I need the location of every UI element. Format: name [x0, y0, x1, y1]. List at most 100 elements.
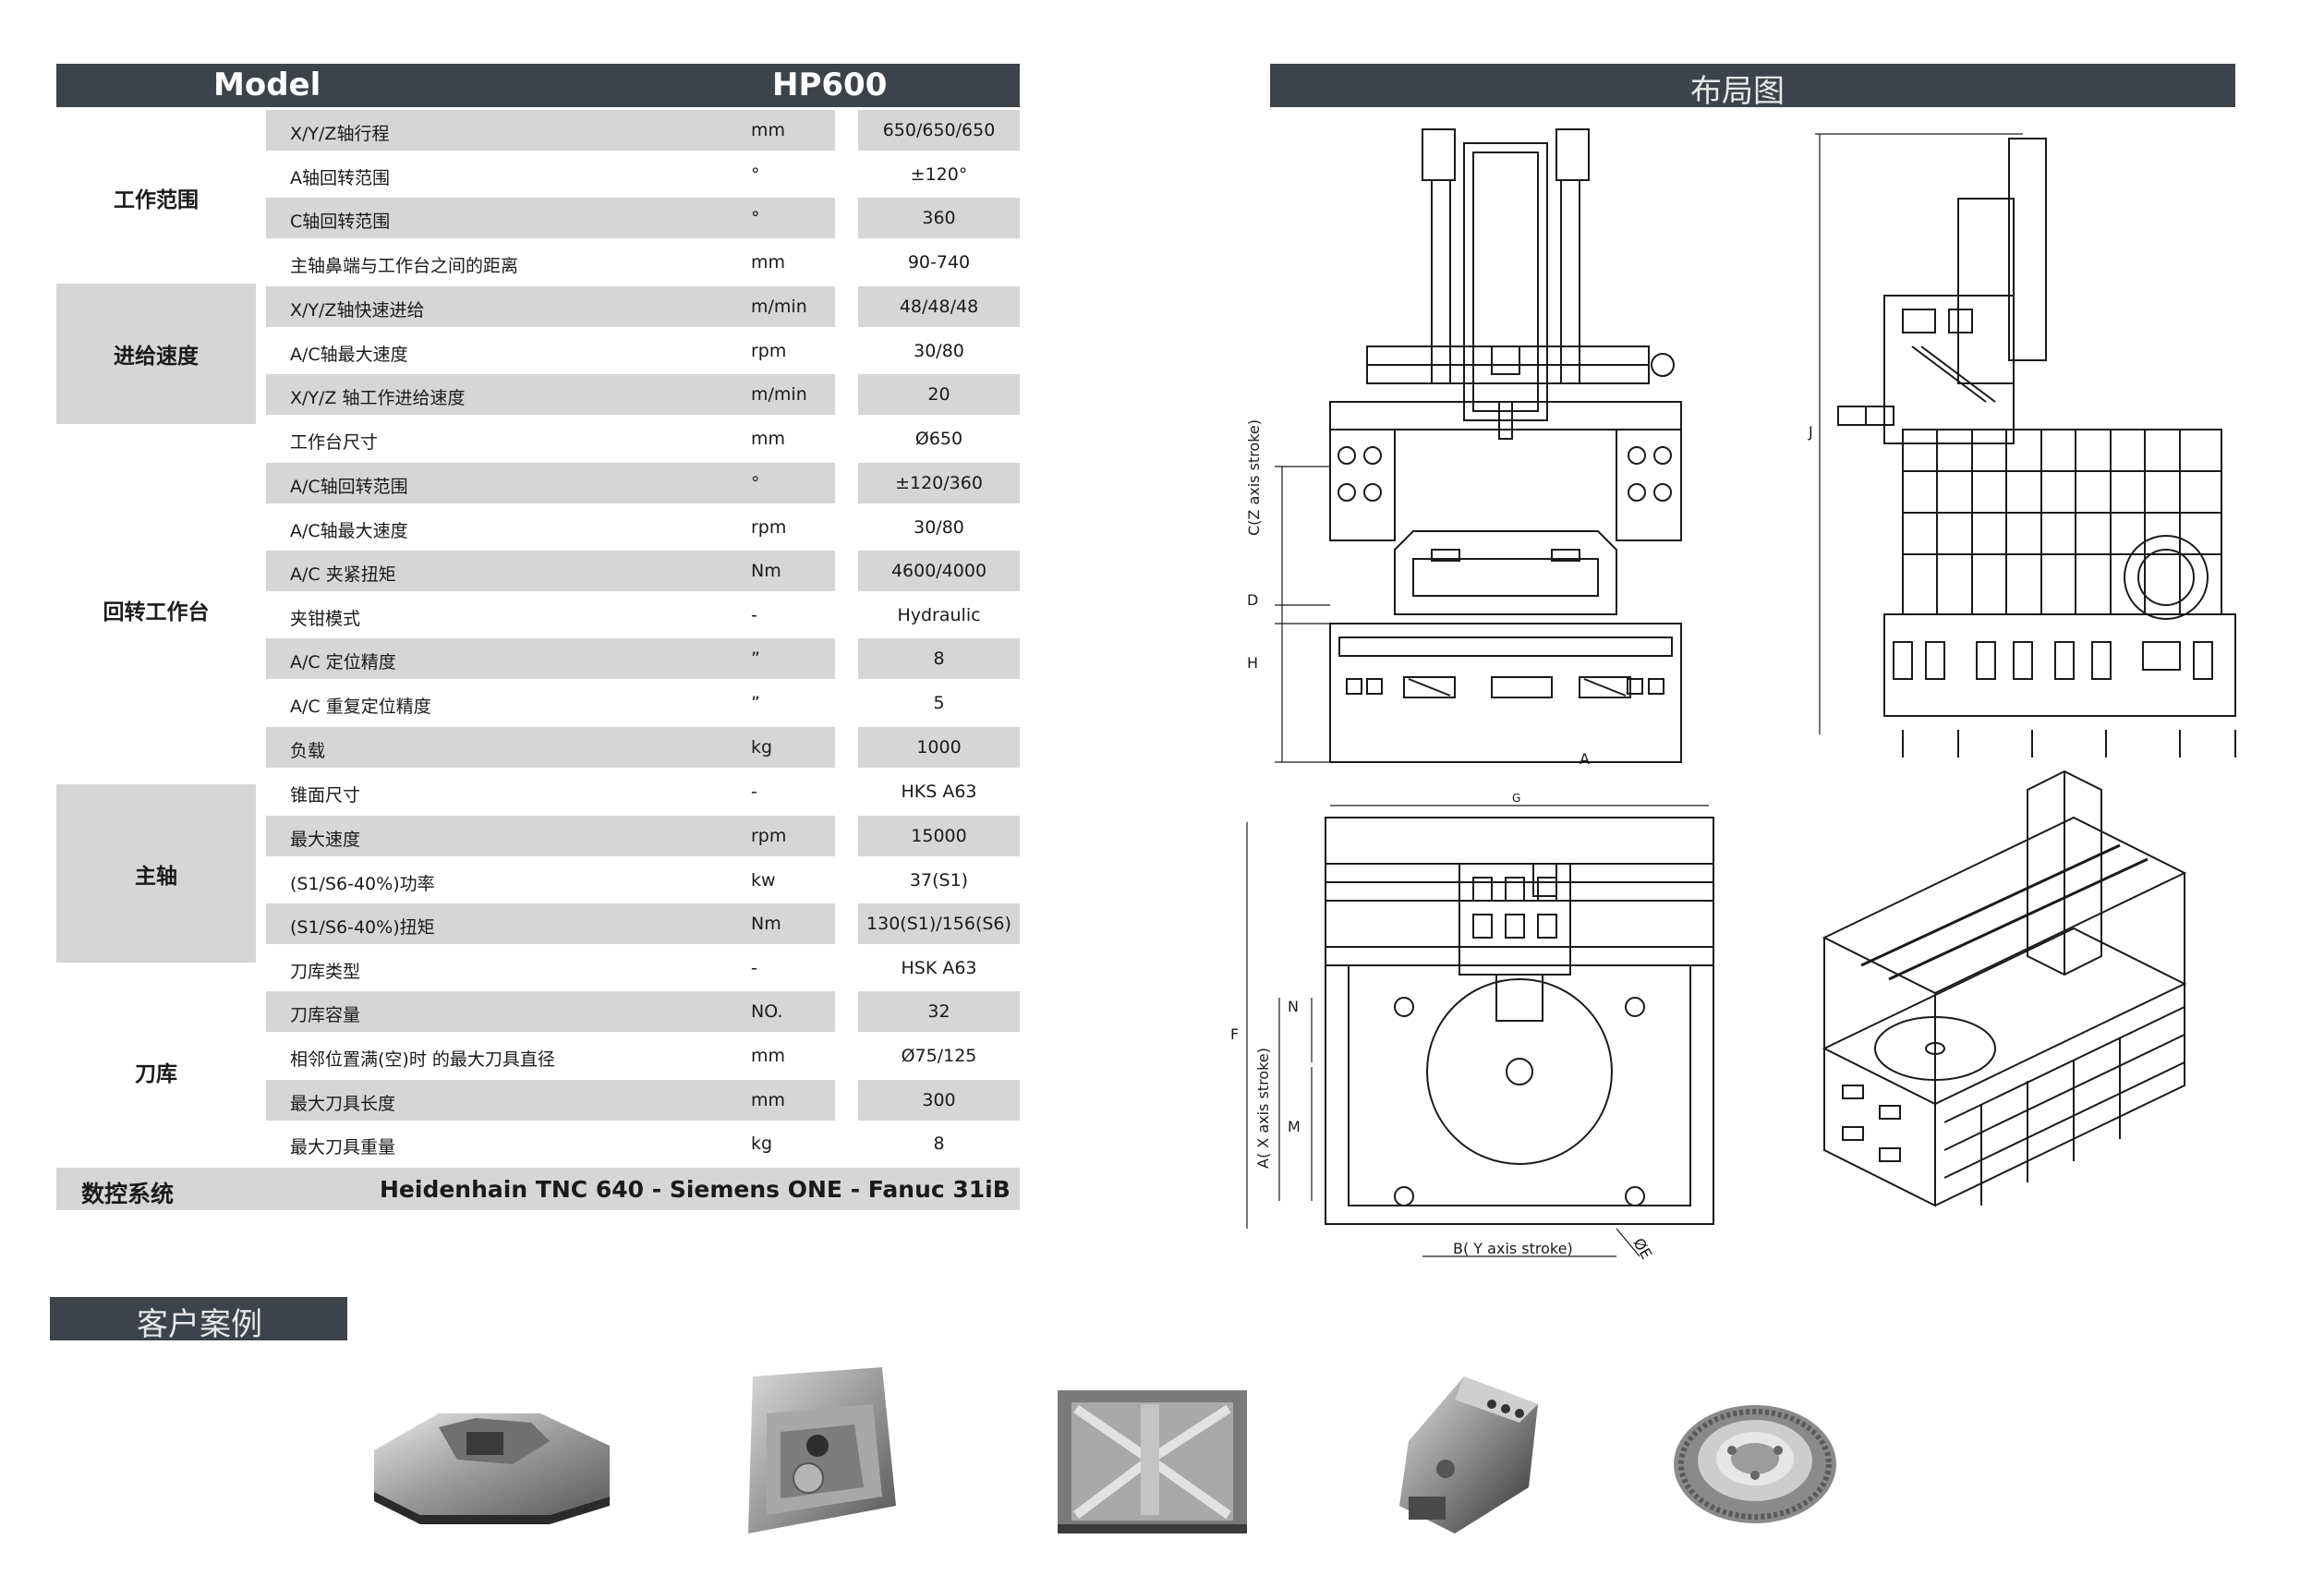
group-label: 进给速度 — [114, 345, 199, 369]
row-value: 30/80 — [914, 341, 964, 361]
row-unit: mm — [751, 1046, 786, 1066]
row-unit: ” — [751, 693, 760, 713]
row-name: A/C 重复定位精度 — [290, 697, 431, 717]
table-row: X/Y/Z轴快速进给 m/min 48/48/48 — [266, 286, 1020, 327]
row-value: 1000 — [916, 737, 962, 758]
group-spindle: 主轴 — [56, 784, 256, 963]
row-name: A/C轴最大速度 — [290, 345, 408, 365]
row-unit: ” — [751, 649, 760, 669]
group-label: 工作范围 — [114, 188, 199, 212]
row-unit: kg — [751, 1133, 773, 1154]
table-row: X/Y/Z 轴工作进给速度 m/min 20 — [266, 374, 1020, 415]
row-unit: mm — [751, 429, 786, 449]
row-value: Hydraulic — [897, 605, 981, 625]
row-value: 48/48/48 — [899, 297, 979, 317]
spec-header: Model HP600 — [56, 64, 1020, 107]
row-value: 20 — [927, 384, 950, 405]
row-value: 37(S1) — [909, 870, 969, 891]
row-unit: ° — [751, 164, 760, 185]
dim-c-z: C(Z axis stroke) — [1245, 418, 1263, 536]
row-unit: - — [751, 605, 757, 625]
row-name: A/C 定位精度 — [290, 652, 396, 673]
side-view-drawing — [1815, 133, 2236, 758]
group-label: 回转工作台 — [103, 600, 210, 624]
group-rotary-table: 回转工作台 — [56, 424, 256, 784]
row-unit: Nm — [751, 561, 781, 581]
table-row: 最大刀具长度 mm 300 — [266, 1080, 1020, 1121]
table-row: 主轴鼻端与工作台之间的距离 mm 90-740 — [266, 242, 1020, 283]
row-value: 8 — [933, 1133, 945, 1154]
row-name: 刀库容量 — [290, 1005, 361, 1025]
case-part-image — [748, 1367, 896, 1533]
cnc-value: Heidenhain TNC 640 - Siemens ONE - Fanuc… — [380, 1176, 1011, 1203]
row-unit: rpm — [751, 517, 787, 538]
row-unit: rpm — [751, 826, 787, 846]
table-row: 工作台尺寸 mm Ø650 — [266, 418, 1020, 459]
dim-b-y: B( Y axis stroke) — [1453, 1240, 1573, 1257]
row-name: 锥面尺寸 — [290, 785, 361, 806]
isometric-view-drawing — [1822, 770, 2187, 1207]
row-unit: kw — [751, 870, 776, 891]
row-name: 夹钳模式 — [290, 609, 361, 629]
table-row: A/C轴最大速度 rpm 30/80 — [266, 331, 1020, 371]
row-name: 最大刀具长度 — [290, 1094, 396, 1114]
row-value: 30/80 — [914, 517, 964, 538]
model-value: HP600 — [772, 67, 888, 103]
case-part-image — [1674, 1405, 1836, 1523]
layout-section-bar: 布局图 — [1270, 64, 2235, 110]
row-name: X/Y/Z轴快速进给 — [290, 300, 425, 321]
row-unit: - — [751, 782, 757, 802]
row-name: X/Y/Z轴行程 — [290, 124, 390, 144]
dim-f: F — [1230, 1025, 1240, 1043]
table-row: A/C 重复定位精度 ” 5 — [266, 683, 1020, 723]
case-part-image — [1399, 1376, 1538, 1533]
row-value: Ø650 — [914, 429, 963, 449]
cases-section-bar: 客户案例 — [50, 1297, 347, 1343]
row-name: (S1/S6-40%)功率 — [290, 874, 435, 894]
row-name: (S1/S6-40%)扭矩 — [290, 917, 435, 938]
row-unit: rpm — [751, 341, 787, 361]
dim-j: J — [1809, 423, 1813, 441]
row-value: 8 — [933, 649, 945, 669]
row-name: 刀库类型 — [290, 962, 361, 982]
row-value: 90-740 — [907, 252, 971, 273]
row-value: 15000 — [911, 826, 967, 846]
layout-section-title: 布局图 — [1690, 73, 1785, 110]
row-value: 4600/4000 — [890, 561, 987, 581]
group-work-range: 工作范围 — [56, 107, 256, 284]
row-name: A/C轴最大速度 — [290, 521, 408, 541]
cnc-system-row: 数控系统 Heidenhain TNC 640 - Siemens ONE - … — [56, 1168, 1020, 1210]
table-row: 最大速度 rpm 15000 — [266, 816, 1020, 856]
table-row: A轴回转范围 ° ±120° — [266, 154, 1020, 195]
table-row: (S1/S6-40%)功率 kw 37(S1) — [266, 860, 1020, 901]
table-row: A/C 夹紧扭矩 Nm 4600/4000 — [266, 551, 1020, 591]
dim-h: H — [1247, 654, 1259, 672]
row-value: 360 — [922, 208, 956, 228]
row-value: 5 — [933, 693, 945, 713]
row-unit: ° — [751, 473, 760, 493]
row-value: 32 — [927, 1001, 950, 1022]
row-name: 最大刀具重量 — [290, 1137, 396, 1158]
table-row: (S1/S6-40%)扭矩 Nm 130(S1)/156(S6) — [266, 903, 1020, 944]
group-feed-speed: 进给速度 — [56, 284, 256, 424]
table-row: 夹钳模式 - Hydraulic — [266, 595, 1020, 636]
cnc-label: 数控系统 — [81, 1181, 175, 1207]
dim-g: G — [1512, 792, 1521, 805]
group-tool-magazine: 刀库 — [56, 963, 256, 1177]
row-unit: m/min — [751, 297, 807, 317]
row-name: 主轴鼻端与工作台之间的距离 — [290, 256, 519, 276]
row-name: 负载 — [290, 741, 326, 761]
case-part-image — [1058, 1390, 1247, 1533]
top-view-drawing — [1246, 805, 1714, 1257]
row-unit: mm — [751, 252, 786, 273]
model-label: Model — [213, 67, 321, 103]
row-value: Ø75/125 — [901, 1046, 977, 1066]
row-value: 130(S1)/156(S6) — [866, 914, 1011, 934]
row-unit: mm — [751, 1090, 786, 1110]
cases-section-title: 客户案例 — [137, 1306, 262, 1343]
dim-a-view: A — [1580, 750, 1590, 768]
row-name: 工作台尺寸 — [290, 432, 379, 453]
case-part-image — [374, 1413, 610, 1524]
row-value: ±120/360 — [895, 473, 983, 493]
row-unit: mm — [751, 120, 786, 140]
